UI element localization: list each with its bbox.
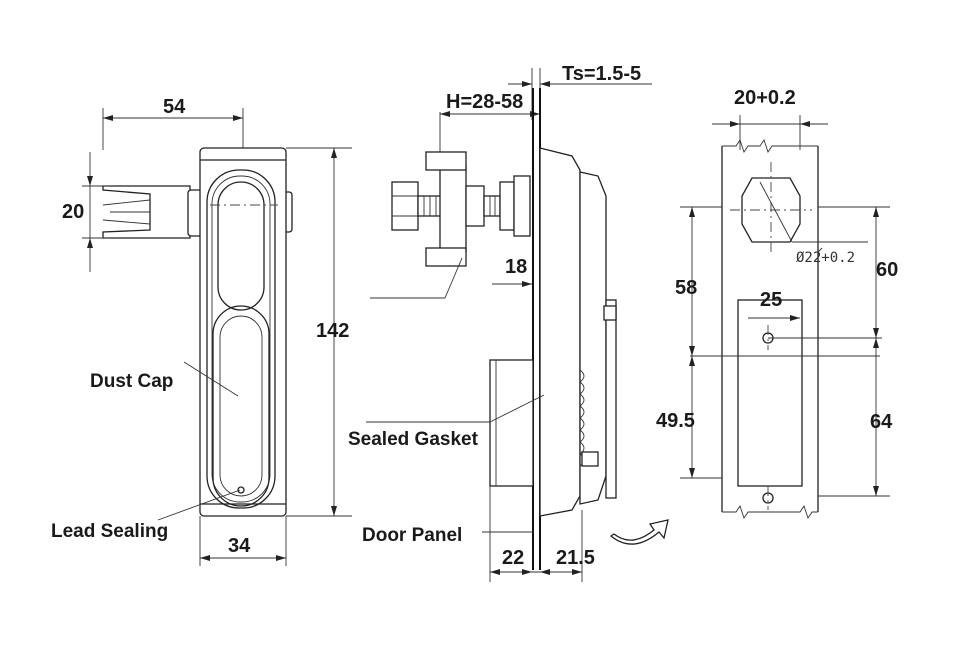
dim-22: 22 [502, 547, 524, 569]
label-dust-cap: Dust Cap [90, 371, 173, 392]
rotation-arrow-icon [609, 519, 669, 545]
dim-25: 25 [760, 289, 782, 311]
cutout-rect [737, 299, 803, 487]
dim-142: 142 [316, 320, 349, 342]
label-sealed-gasket: Sealed Gasket [348, 429, 479, 450]
dim-64: 64 [870, 411, 893, 433]
dim-21-5: 21.5 [556, 547, 595, 569]
dim-20-tol: 20+0.2 [734, 87, 796, 109]
side-view: Ts=1.5-5 H=28-58 18 [348, 63, 669, 582]
front-view: 54 20 142 [51, 96, 352, 566]
label-door-panel: Door Panel [362, 525, 462, 546]
dim-58: 58 [675, 277, 697, 299]
dim-18: 18 [505, 256, 527, 278]
dim-34: 34 [228, 535, 251, 557]
lock-housing [539, 147, 581, 517]
dim-54: 54 [163, 96, 186, 118]
dim-h: H=28-58 [446, 91, 523, 113]
dim-diameter: Ø22+0.2 [796, 250, 855, 266]
cutout-view: 20+0.2 Ø22+0.2 25 58 49.5 [656, 87, 898, 520]
label-lead-sealing: Lead Sealing [51, 521, 168, 542]
dim-49-5: 49.5 [656, 410, 695, 432]
dim-20: 20 [62, 201, 84, 223]
dim-ts: Ts=1.5-5 [562, 63, 641, 85]
dim-60: 60 [876, 259, 898, 281]
